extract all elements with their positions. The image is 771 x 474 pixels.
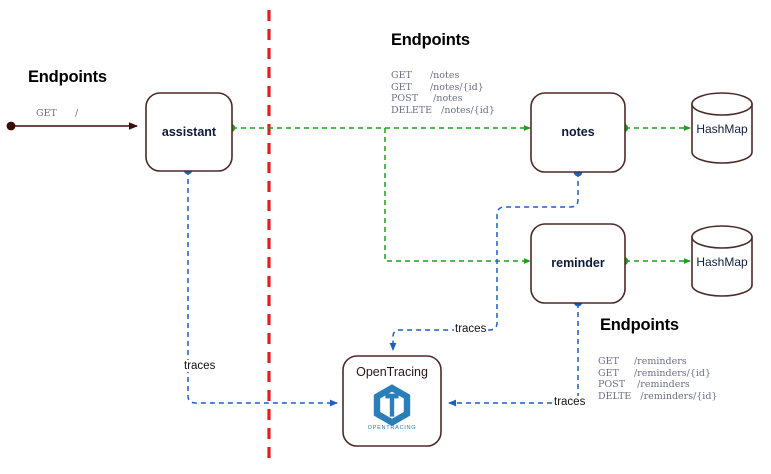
datastore-shapes bbox=[691, 92, 753, 297]
service-label-assistant: assistant bbox=[161, 125, 217, 139]
entry-request-label: GET / bbox=[36, 108, 79, 119]
http-edges bbox=[232, 125, 691, 264]
endpoints-heading-notes: Endpoints bbox=[391, 31, 470, 49]
service-label-reminder: reminder bbox=[551, 256, 605, 270]
edge-label-notes-traces: traces bbox=[454, 323, 488, 335]
tracer-wordmark: OPENTRACING bbox=[367, 425, 417, 431]
endpoints-list-reminders: GET /reminders GET /reminders/{id} POST … bbox=[598, 356, 718, 402]
endpoints-heading-assistant: Endpoints bbox=[28, 68, 107, 86]
edge-reminder-traces bbox=[448, 303, 579, 407]
node-shape-assistant bbox=[145, 92, 233, 172]
node-shape-notes bbox=[530, 92, 626, 173]
edge-notes-traces bbox=[389, 172, 579, 351]
edge-assistant-to-reminder bbox=[384, 128, 531, 264]
cylinder-notes-store bbox=[691, 92, 753, 164]
datastore-label-reminder-store: HashMap bbox=[696, 255, 748, 269]
cylinder-reminder-store bbox=[691, 225, 753, 297]
service-label-notes: notes bbox=[561, 125, 595, 139]
opentracing-logo-icon bbox=[373, 384, 411, 427]
datastore-label-notes-store: HashMap bbox=[696, 122, 748, 136]
node-shape-reminder bbox=[530, 223, 626, 304]
tracer-label-opentracing: OpenTracing bbox=[356, 365, 428, 379]
endpoints-list-notes: GET /notes GET /notes/{id} POST /notes D… bbox=[391, 70, 495, 116]
edge-label-reminder-traces: traces bbox=[553, 396, 587, 408]
edge-assistant-traces bbox=[187, 170, 338, 407]
trace-edge-source-dots bbox=[183, 165, 583, 307]
endpoints-heading-reminders: Endpoints bbox=[600, 316, 679, 334]
edge-label-assistant-traces: traces bbox=[183, 360, 217, 372]
entry-request-edge bbox=[6, 121, 138, 131]
